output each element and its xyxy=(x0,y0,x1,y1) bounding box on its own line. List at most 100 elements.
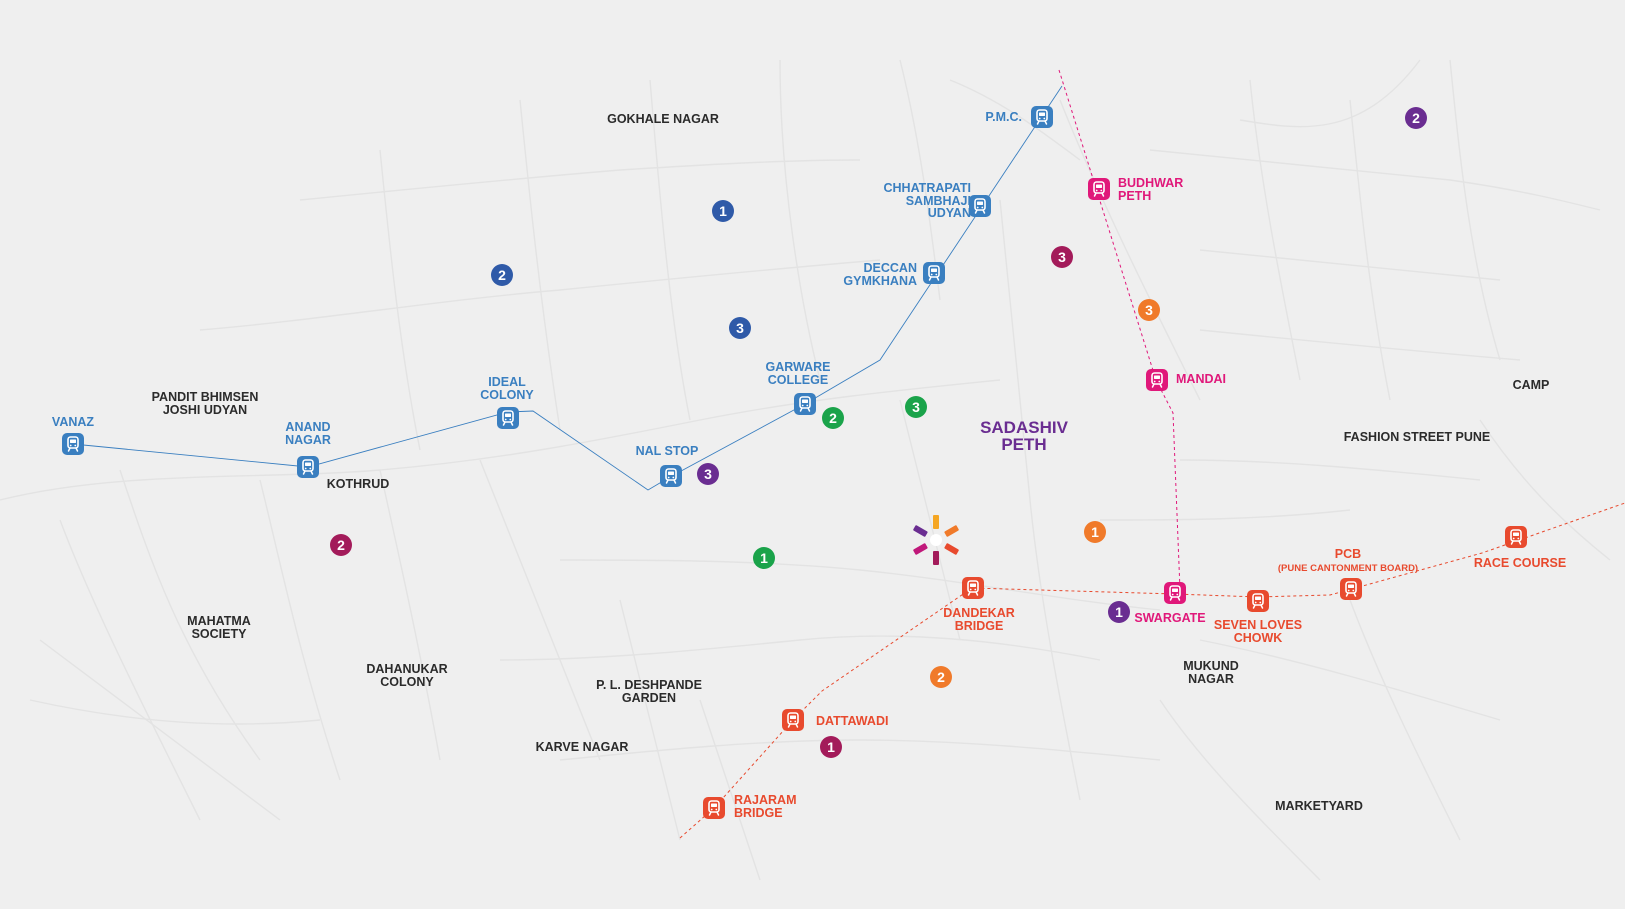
station-deccan-gymkhana-icon[interactable] xyxy=(923,262,945,284)
place-marker[interactable]: 1 xyxy=(820,736,842,758)
area-gokhale-nagar: GOKHALE NAGAR xyxy=(607,112,719,126)
station-ideal-colony-icon[interactable] xyxy=(497,407,519,429)
place-marker[interactable]: 2 xyxy=(822,407,844,429)
station-line-1: IDEAL xyxy=(488,375,526,389)
aqua-line-route xyxy=(679,502,1625,839)
station-label-mandai: MANDAI xyxy=(1176,372,1226,386)
station-line-2: SAMBHAJI xyxy=(905,193,971,208)
station-pmc-icon[interactable] xyxy=(1031,106,1053,128)
station-label-race-course: RACE COURSE xyxy=(1473,556,1567,570)
station-label-pmc: P.M.C. xyxy=(985,110,1022,124)
station-subline: (PUNE CANTONMENT BOARD) xyxy=(1277,562,1419,574)
station-line-1: BUDHWAR xyxy=(1118,176,1184,190)
place-marker[interactable]: 1 xyxy=(1108,601,1130,623)
station-rajaram-bridge-icon[interactable] xyxy=(703,797,725,819)
station-label-swargate: SWARGATE xyxy=(1134,611,1206,625)
area-fashion-street: FASHION STREET PUNE xyxy=(1343,430,1491,444)
area-line-2: NAGAR xyxy=(1188,671,1234,686)
station-line-2: PETH xyxy=(1118,188,1152,203)
station-vanaz-icon[interactable] xyxy=(62,433,84,455)
station-seven-loves-chowk-icon[interactable] xyxy=(1247,590,1269,612)
place-marker[interactable]: 1 xyxy=(712,200,734,222)
station-budhwar-peth-icon[interactable] xyxy=(1088,178,1110,200)
area-line-1: MAHATMA xyxy=(187,614,251,628)
station-dandekar-bridge-icon[interactable] xyxy=(962,577,984,599)
station-line-2: CHOWK xyxy=(1233,630,1283,645)
station-mandai-icon[interactable] xyxy=(1146,369,1168,391)
station-line-1: CHHATRAPATI xyxy=(883,181,972,195)
area-market-yard: MARKETYARD xyxy=(1275,799,1363,813)
place-marker[interactable]: 2 xyxy=(330,534,352,556)
station-line-1: PCB xyxy=(1334,547,1362,561)
station-line-1: DANDEKAR xyxy=(943,606,1015,620)
station-line-3: UDYAN xyxy=(927,206,971,220)
place-marker[interactable]: 3 xyxy=(1138,299,1160,321)
place-marker[interactable]: 1 xyxy=(753,547,775,569)
station-garware-college-icon[interactable] xyxy=(794,393,816,415)
area-line-1: DAHANUKAR xyxy=(366,662,448,676)
station-line-1: ANAND xyxy=(285,420,331,434)
station-label-dattawadi: DATTAWADI xyxy=(816,714,889,728)
area-line-1: SADASHIV xyxy=(980,418,1068,437)
station-label-pcb: PCB(PUNE CANTONMENT BOARD) xyxy=(1278,548,1418,575)
place-marker[interactable]: 1 xyxy=(1084,521,1106,543)
station-label-vanaz: VANAZ xyxy=(51,415,95,429)
area-line-2: COLONY xyxy=(380,674,434,689)
place-marker[interactable]: 3 xyxy=(1051,246,1073,268)
place-marker[interactable]: 3 xyxy=(729,317,751,339)
area-line-2: SOCIETY xyxy=(191,626,247,641)
station-line-2: BRIDGE xyxy=(734,805,783,820)
station-race-course-icon[interactable] xyxy=(1505,526,1527,548)
station-line-1: SEVEN LOVES xyxy=(1213,618,1303,632)
place-marker[interactable]: 2 xyxy=(930,666,952,688)
station-pcb-icon[interactable] xyxy=(1340,578,1362,600)
station-line-1: RAJARAM xyxy=(734,793,797,807)
purple-line-route xyxy=(72,85,1063,491)
area-line-1: P. L. DESHPANDE xyxy=(596,678,702,692)
area-karve-nagar: KARVE NAGAR xyxy=(535,740,629,754)
station-swargate-icon[interactable] xyxy=(1164,582,1186,604)
station-dattawadi-icon[interactable] xyxy=(782,709,804,731)
station-line-2: GYMKHANA xyxy=(843,273,917,288)
project-logo-icon xyxy=(913,515,959,565)
place-marker[interactable]: 2 xyxy=(1405,107,1427,129)
area-line-2: PETH xyxy=(1001,435,1047,454)
place-marker[interactable]: 2 xyxy=(491,264,513,286)
station-line-2: NAGAR xyxy=(285,432,331,447)
place-marker[interactable]: 3 xyxy=(697,463,719,485)
area-line-1: MUKUND xyxy=(1183,659,1239,673)
station-line-2: COLLEGE xyxy=(767,372,829,387)
station-label-nal-stop: NAL STOP xyxy=(635,444,699,458)
station-anand-nagar-icon[interactable] xyxy=(297,456,319,478)
station-line-2: COLONY xyxy=(480,387,534,402)
station-line-1: GARWARE xyxy=(765,360,831,374)
area-line-2: GARDEN xyxy=(621,690,677,705)
station-line-1: DECCAN xyxy=(863,261,917,275)
area-line-2: JOSHI UDYAN xyxy=(162,402,248,417)
station-line-2: BRIDGE xyxy=(954,618,1004,633)
pink-line-route xyxy=(1058,69,1181,591)
area-camp: CAMP xyxy=(1512,378,1550,392)
station-nal-stop-icon[interactable] xyxy=(660,465,682,487)
place-marker[interactable]: 3 xyxy=(905,396,927,418)
station-chhatrapati-sambhaji-udyan-icon[interactable] xyxy=(969,195,991,217)
area-line-1: PANDIT BHIMSEN xyxy=(151,390,259,404)
